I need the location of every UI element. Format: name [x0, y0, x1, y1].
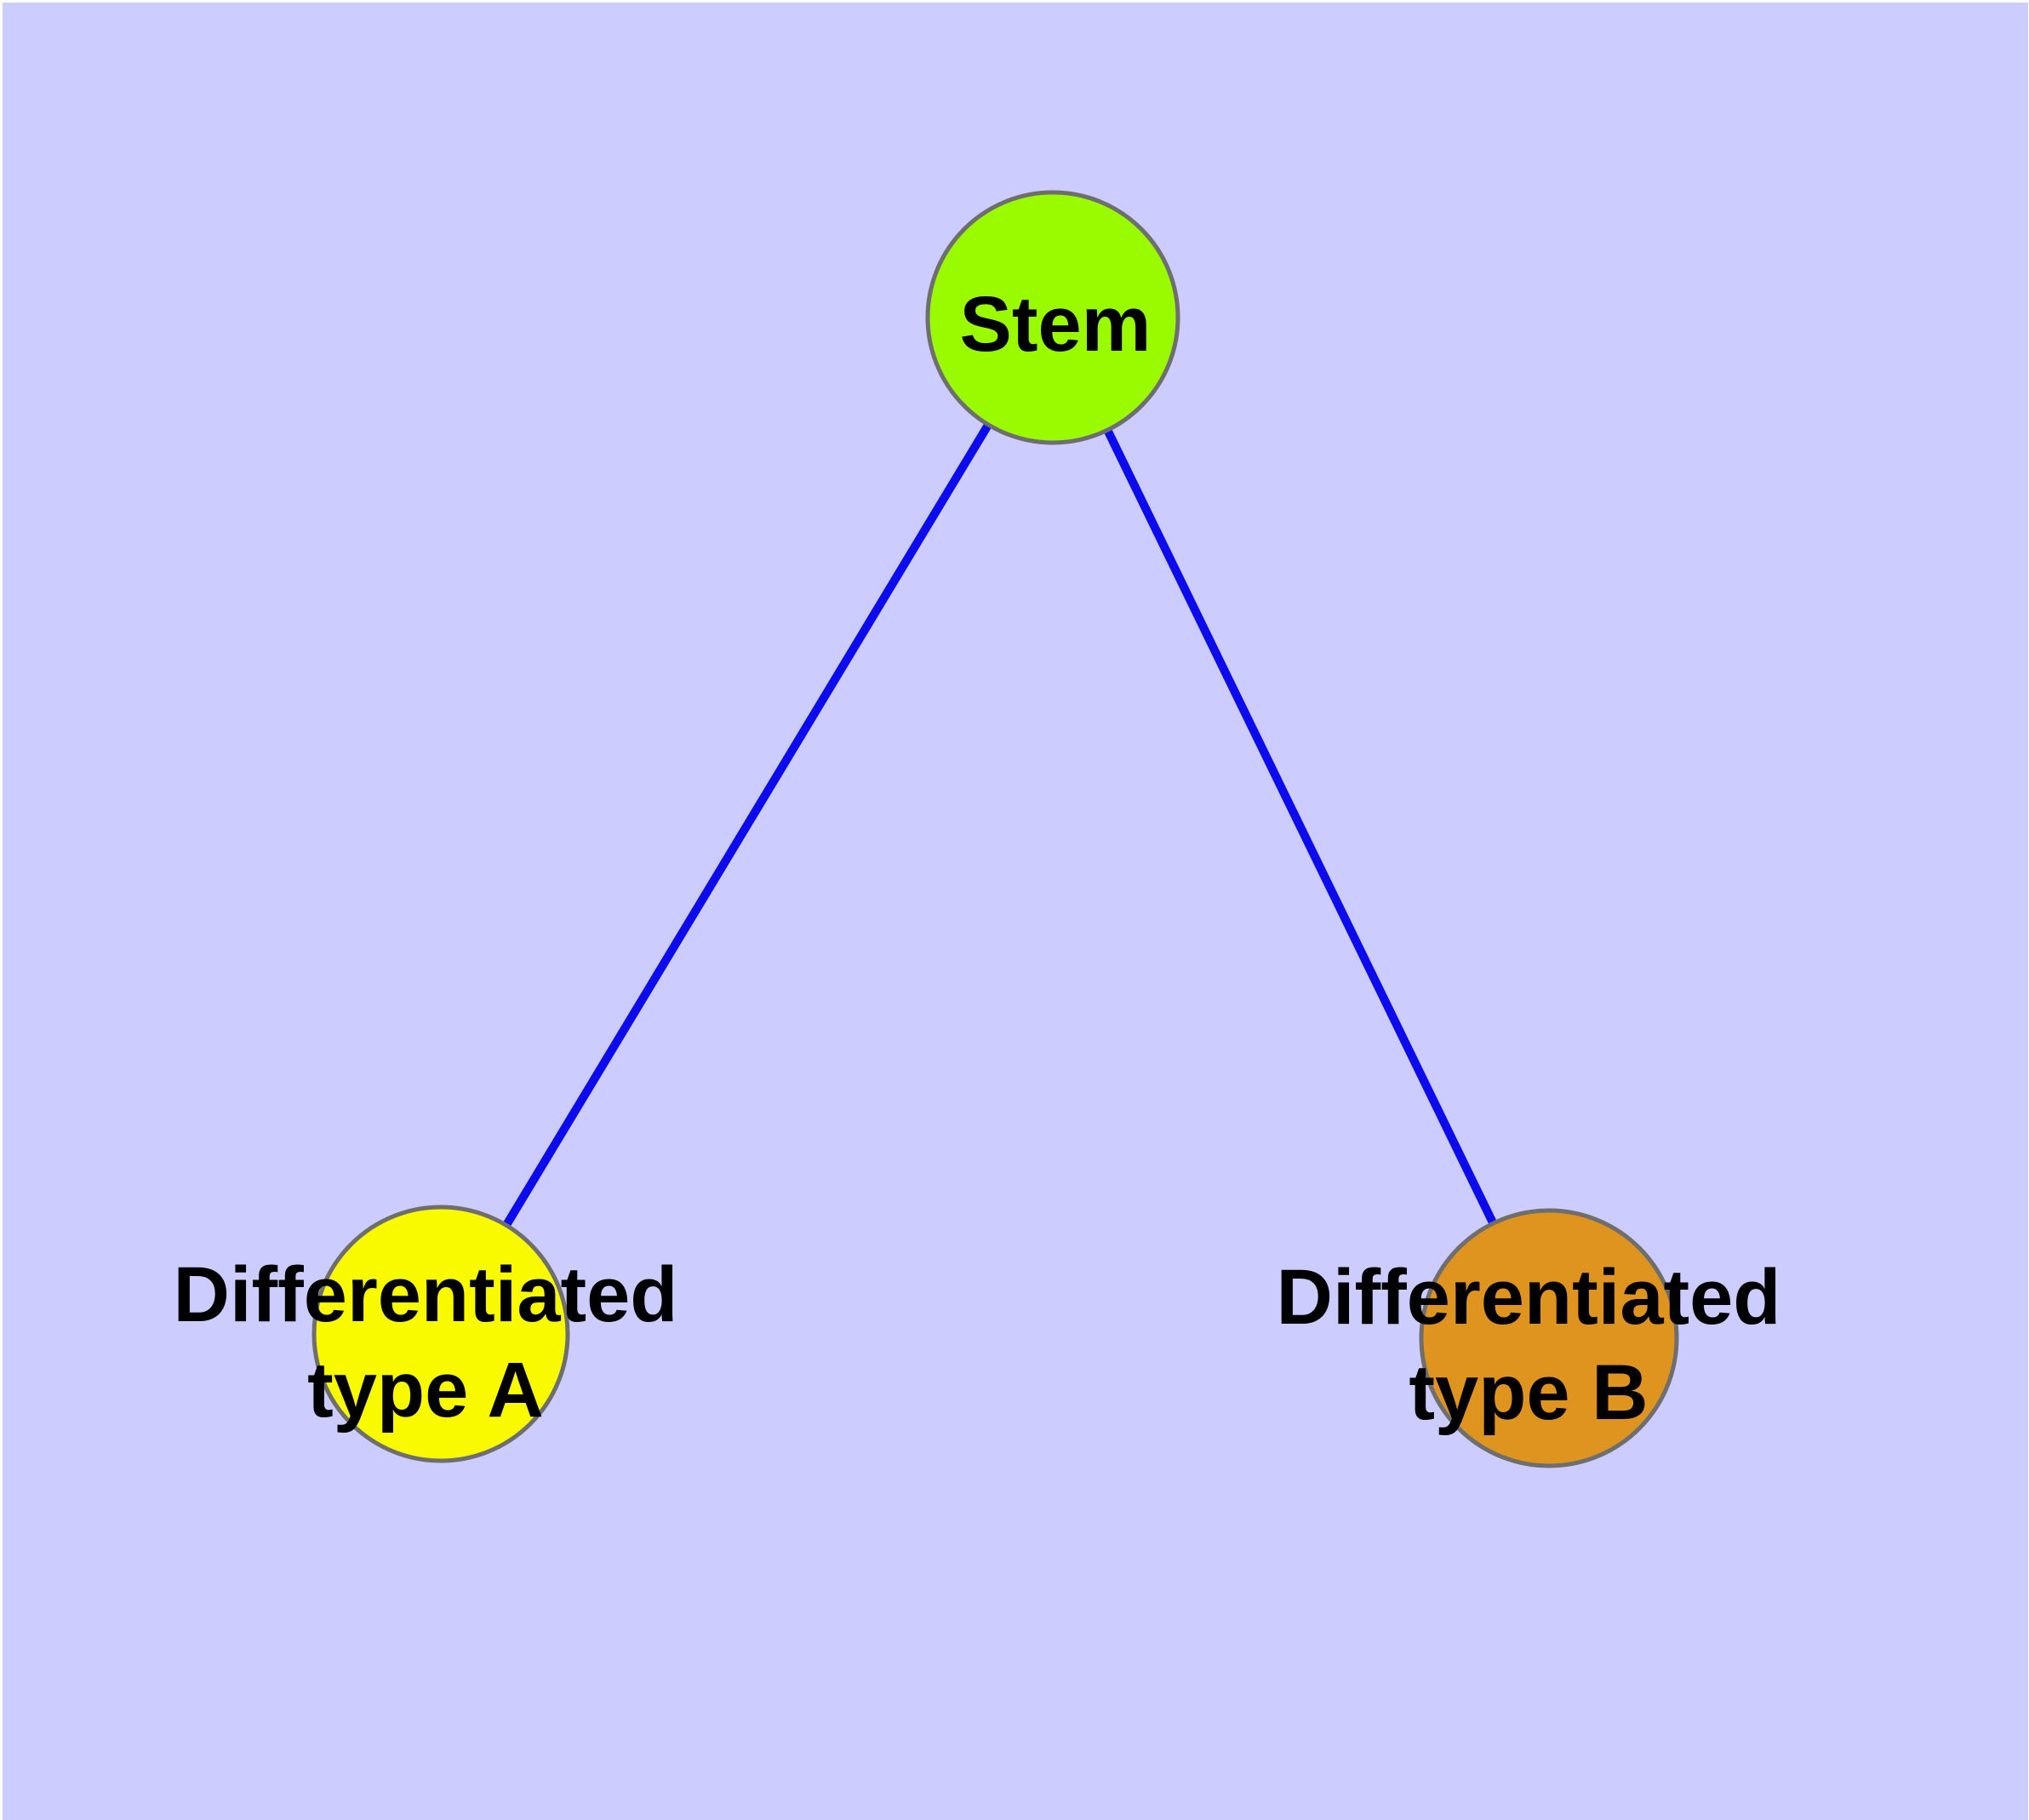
node-type-b-circle — [1419, 1208, 1679, 1468]
node-type-b-label-line2: type B — [1409, 1349, 1649, 1436]
node-stem-label-text: Stem — [959, 281, 1152, 368]
node-type-b-label-line1: Differentiated — [1276, 1254, 1781, 1341]
node-stem-circle — [925, 190, 1180, 445]
node-type-a-label-line2: type A — [307, 1347, 544, 1434]
edge-stem-to-type-a — [437, 315, 1057, 1336]
diagram-background: Stem Differentiated type A Differentiate… — [3, 3, 2028, 1820]
node-type-a-label-line1: Differentiated — [173, 1251, 678, 1338]
node-stem-label: Stem — [960, 277, 1152, 372]
node-type-a-circle — [311, 1205, 570, 1463]
edge-stem-to-type-b — [1049, 315, 1553, 1341]
graph-svg — [311, 190, 1679, 1468]
node-type-b-label: Differentiated type B — [1277, 1250, 1781, 1440]
node-type-a-label: Differentiated type A — [174, 1247, 678, 1438]
